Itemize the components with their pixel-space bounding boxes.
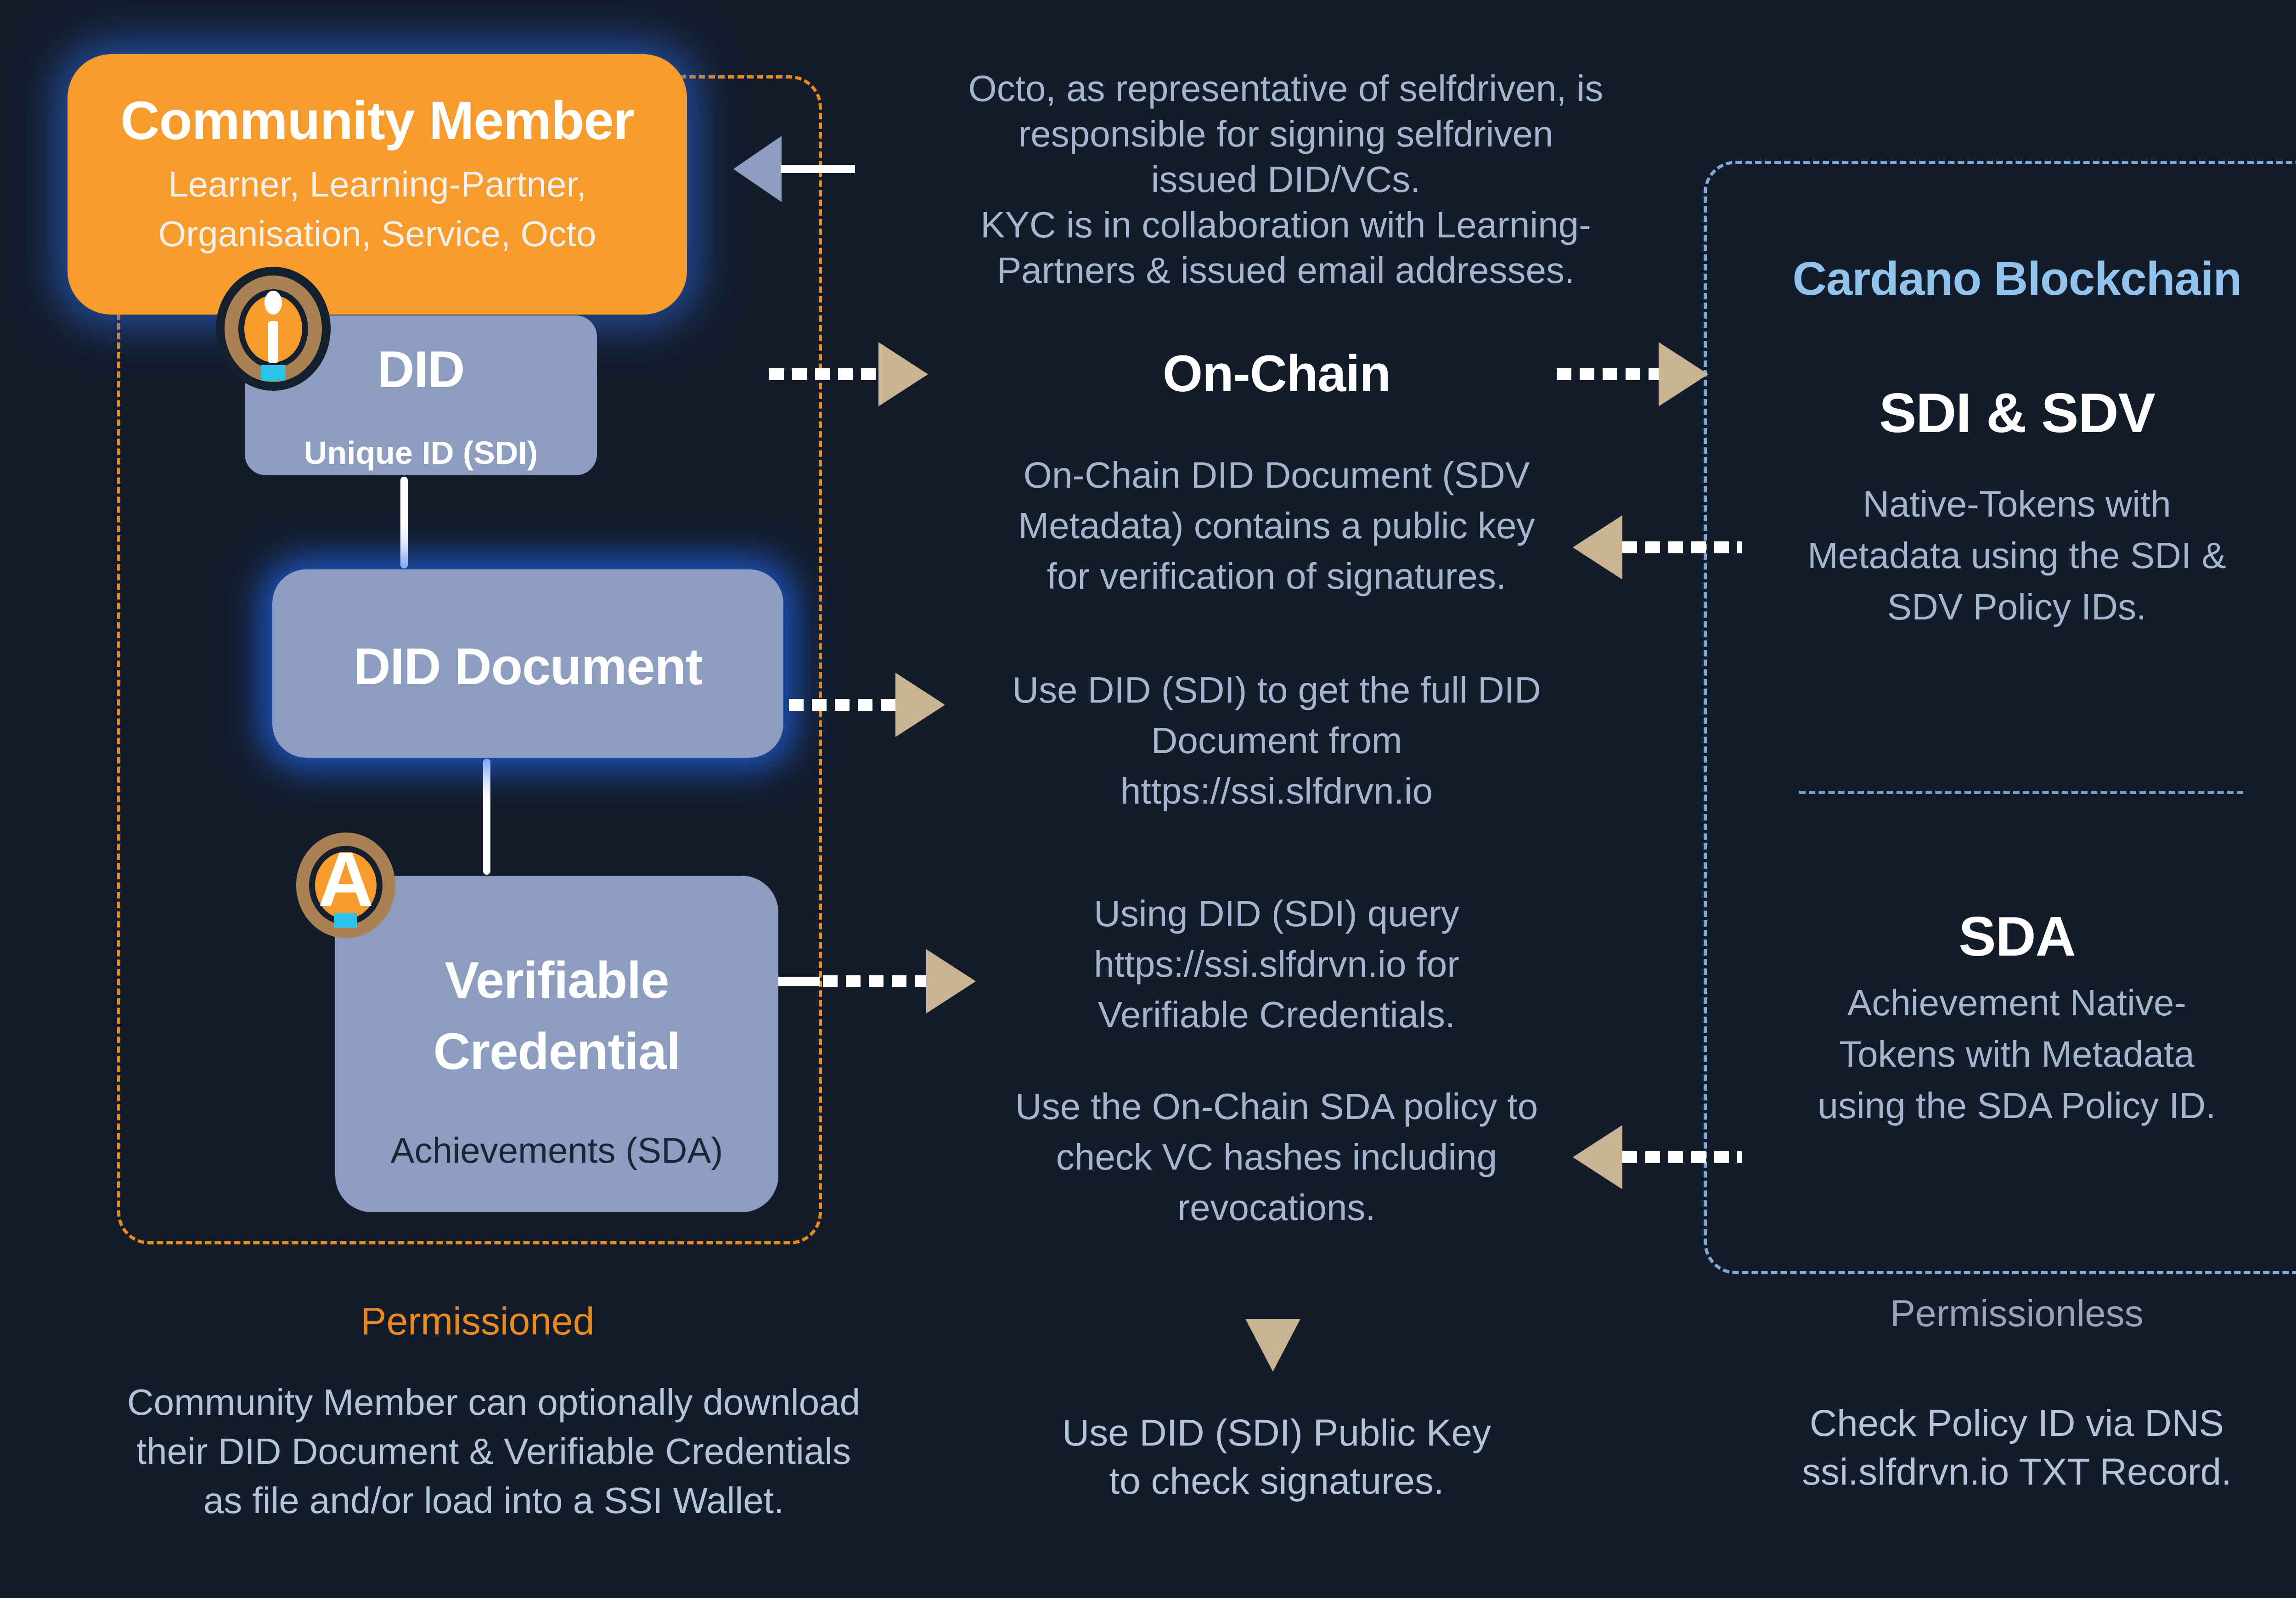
did-document-note-line3: https://ssi.slfdrvn.io [1120,771,1433,811]
sdv-note-dashes [1622,541,1742,553]
community-member-box [68,54,687,315]
arrow-to-community-member-line [781,165,855,173]
sda-policy-note-line1: Use the On-Chain SDA policy to [1015,1086,1538,1127]
sda-description-line1: Achievement Native- [1847,982,2187,1023]
sda-heading: SDA [1958,905,2076,968]
wallet-footnote-line3: as file and/or load into a SSI Wallet. [203,1480,784,1521]
on-chain-right-dashes [1557,368,1660,380]
on-chain-left-dashes [769,368,879,380]
selfdriven-achievement-icon: A [296,833,395,938]
did-document-note-line2: Document from [1151,720,1402,761]
sda-policy-note: Use the On-Chain SDA policy to check VC … [886,1081,1667,1233]
vc-title-line1: Verifiable [445,951,669,1009]
did-document-note-line1: Use DID (SDI) to get the full DID [1012,670,1541,710]
cardano-blockchain-title: Cardano Blockchain [1792,252,2242,305]
dns-footnote-line2: ssi.slfdrvn.io TXT Record. [1802,1451,2232,1493]
sdv-metadata-note-line1: On-Chain DID Document (SDV [1023,455,1530,495]
sda-description-line3: using the SDA Policy ID. [1818,1085,2216,1126]
sdv-metadata-note: On-Chain DID Document (SDV Metadata) con… [886,450,1667,602]
octo-note-line5: Partners & issued email addresses. [996,250,1575,291]
public-key-note: Use DID (SDI) Public Key to check signat… [886,1409,1667,1505]
sdv-metadata-note-line2: Metadata) contains a public key [1018,505,1535,546]
octo-note: Octo, as representative of selfdriven, i… [840,66,1731,293]
down-arrow-icon [1245,1319,1300,1372]
achievement-icon-orange-core [315,852,377,919]
sda-description-line2: Tokens with Metadata [1839,1034,2195,1075]
dns-footnote: Check Policy ID via DNS ssi.slfdrvn.io T… [1723,1399,2296,1497]
info-icon-cyan-mark [261,365,286,381]
vc-query-note-line2: https://ssi.slfdrvn.io for [1094,944,1459,985]
community-member-title: Community Member [120,90,634,151]
on-chain-left-arrow-icon [878,342,928,406]
sda-note-dashes [1622,1151,1742,1163]
selfdriven-info-icon [216,267,331,391]
verifiable-credential-box [335,876,778,1212]
community-member-subtitle-line2: Organisation, Service, Octo [158,214,597,254]
did-document-title: DID Document [353,638,703,695]
sdi-sdv-heading: SDI & SDV [1879,382,2155,444]
sda-description: Achievement Native- Tokens with Metadata… [1718,977,2296,1131]
wallet-footnote: Community Member can optionally download… [57,1378,930,1525]
sdi-sdv-description-line3: SDV Policy IDs. [1887,586,2147,627]
sda-policy-note-line3: revocations. [1177,1187,1376,1228]
permissionless-zone-border [1704,161,2296,1274]
permissioned-label: Permissioned [360,1300,595,1343]
vc-query-note-line3: Verifiable Credentials. [1097,994,1456,1035]
public-key-note-line1: Use DID (SDI) Public Key [1062,1412,1491,1454]
vc-note-solid-line [778,977,820,986]
vc-query-note: Using DID (SDI) query https://ssi.slfdrv… [886,889,1667,1040]
did-title: DID [377,341,465,398]
info-icon-i-stem [268,321,278,363]
vc-title-line2: Credential [433,1023,681,1080]
did-document-note-dashes [789,699,897,711]
vc-query-note-line1: Using DID (SDI) query [1094,893,1459,934]
sda-policy-note-line2: check VC hashes including [1056,1137,1497,1177]
did-subtitle: Unique ID (SDI) [304,435,538,471]
sdi-sdv-description: Native-Tokens with Metadata using the SD… [1718,478,2296,633]
achievement-icon-a-glyph: A [318,836,374,923]
on-chain-label: On-Chain [1163,345,1391,402]
octo-note-line4: KYC is in collaboration with Learning- [980,204,1591,245]
permissionless-label: Permissionless [1890,1293,2144,1334]
wallet-footnote-line1: Community Member can optionally download [127,1382,861,1423]
vc-note-dashes [823,975,928,987]
connector-did-document-to-vc [483,759,490,875]
sdv-metadata-note-line3: for verification of signatures. [1047,556,1507,596]
octo-note-line1: Octo, as representative of selfdriven, i… [968,68,1604,109]
sdi-sdv-description-line2: Metadata using the SDI & [1807,535,2226,576]
dns-footnote-line1: Check Policy ID via DNS [1809,1402,2224,1444]
community-member-subtitle-line1: Learner, Learning-Partner, [168,164,586,204]
right-panel-divider [1799,791,2243,794]
on-chain-right-arrow-icon [1659,342,1708,406]
public-key-note-line2: to check signatures. [1109,1460,1444,1502]
achievement-icon-cyan-mark [334,913,357,928]
sdi-sdv-description-line1: Native-Tokens with [1863,484,2171,524]
connector-did-to-did-document [400,477,408,568]
did-document-box [272,569,783,758]
did-document-note: Use DID (SDI) to get the full DID Docume… [886,665,1667,816]
wallet-footnote-line2: their DID Document & Verifiable Credenti… [136,1431,851,1472]
vc-subtitle: Achievements (SDA) [390,1130,723,1170]
octo-note-line3: issued DID/VCs. [1151,159,1421,200]
octo-note-line2: responsible for signing selfdriven [1018,113,1553,154]
info-icon-i-dot [264,291,282,315]
